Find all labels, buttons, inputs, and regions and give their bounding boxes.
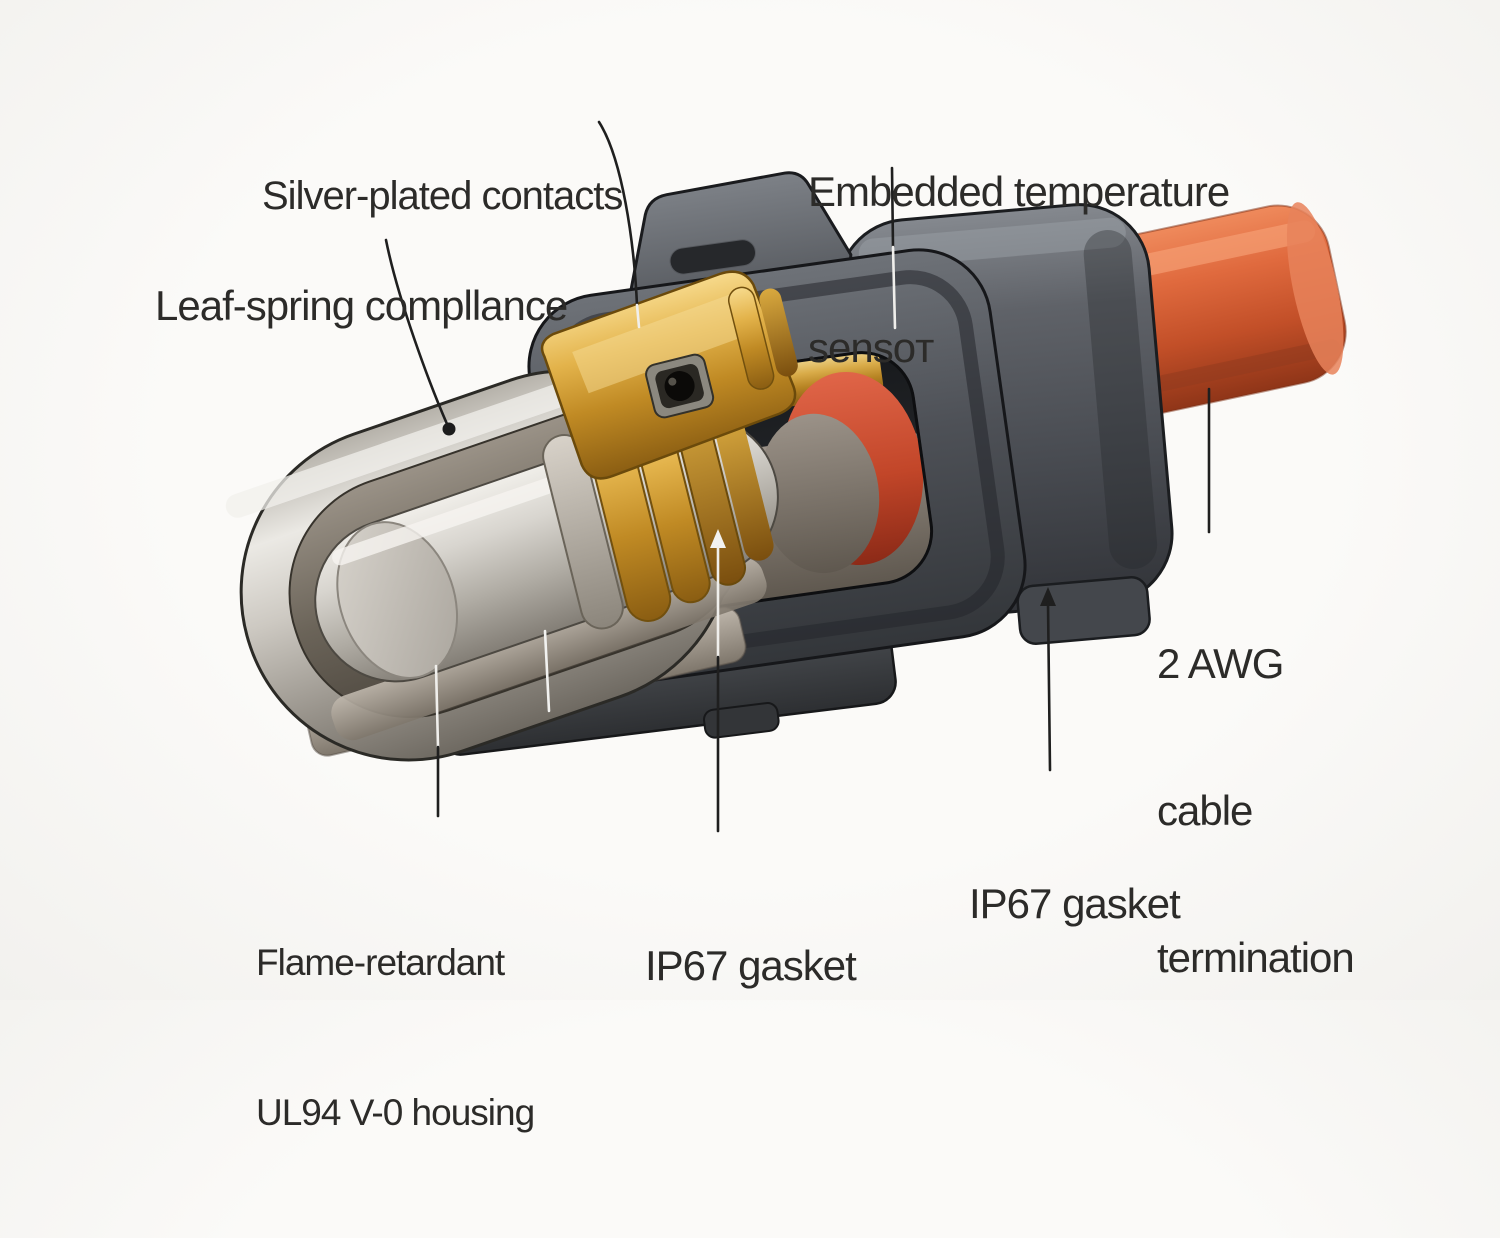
label-temperature-sensor: Embedded temperature sensoт — [808, 62, 1230, 478]
diagram-stage: Silver-plated contacts Leaf-spring compl… — [155, 62, 1355, 1133]
label-line: IP67 gasket — [969, 880, 1181, 927]
label-silver-plated-contacts: Silver-plated contacts — [262, 66, 623, 326]
label-leaf-spring-compliance: Leaf-spring compllance — [155, 176, 568, 436]
leader-ip67-right-arrow — [1040, 587, 1056, 606]
label-line: cable — [1157, 787, 1253, 834]
label-line: IP67 gasket — [645, 942, 857, 989]
label-line: sensoт — [808, 324, 934, 371]
label-ip67-gasket-right: IP67 gasket — [969, 774, 1181, 1034]
label-flame-retardant-housing: Flame-retardant UL94 V-0 housing — [256, 838, 535, 1238]
leader-ip67-right — [1046, 601, 1052, 772]
connector-illustration — [225, 120, 1347, 833]
label-line: UL94 V-0 housing — [256, 1092, 535, 1133]
leader-leaf-spring — [384, 238, 449, 426]
label-line: 2 AWG — [1157, 640, 1284, 687]
leader-temp-sensor — [890, 166, 895, 249]
label-line: Flame-retardant — [256, 942, 505, 983]
leader-silver-contacts — [597, 120, 639, 307]
label-ip67-gasket-center: IP67 gasket — [645, 836, 857, 1096]
label-line: termination — [1157, 934, 1355, 981]
label-line: Embedded temperature — [808, 168, 1230, 215]
label-cable-termination: 2 AWG cable termination — [1157, 541, 1355, 1080]
ear-slot — [669, 239, 756, 275]
elastomer-ring — [542, 434, 624, 630]
label-line: Leaf-spring compllance — [155, 282, 568, 329]
label-line: Silver-plated contacts — [262, 174, 623, 218]
leader-stray — [543, 629, 551, 713]
leader-ip67-center-arrow — [710, 529, 726, 548]
gold-contact-stack — [540, 270, 798, 630]
leader-leaf-spring-dot — [442, 422, 456, 436]
leader-lines — [384, 120, 1211, 833]
